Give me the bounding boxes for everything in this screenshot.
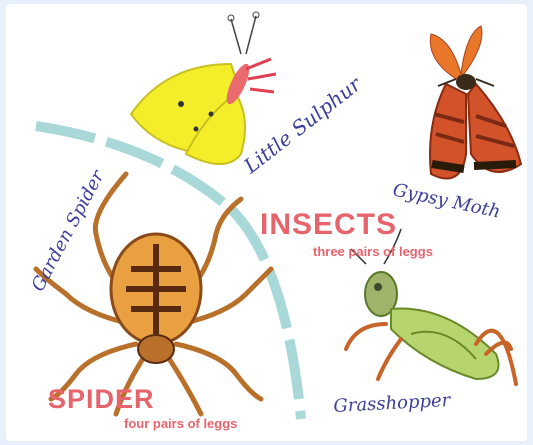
gypsy-moth <box>430 26 521 179</box>
garden-spider-body <box>111 234 201 363</box>
illustration-frame: Little Sulphur Gypsy Moth Garden Spider … <box>6 4 527 441</box>
insects-title: INSECTS <box>260 208 397 242</box>
little-sulphur-butterfly <box>131 12 276 164</box>
spider-title: SPIDER <box>48 384 155 415</box>
insects-subtitle: three pairs of leggs <box>313 244 433 259</box>
spider-subtitle: four pairs of leggs <box>124 416 237 431</box>
